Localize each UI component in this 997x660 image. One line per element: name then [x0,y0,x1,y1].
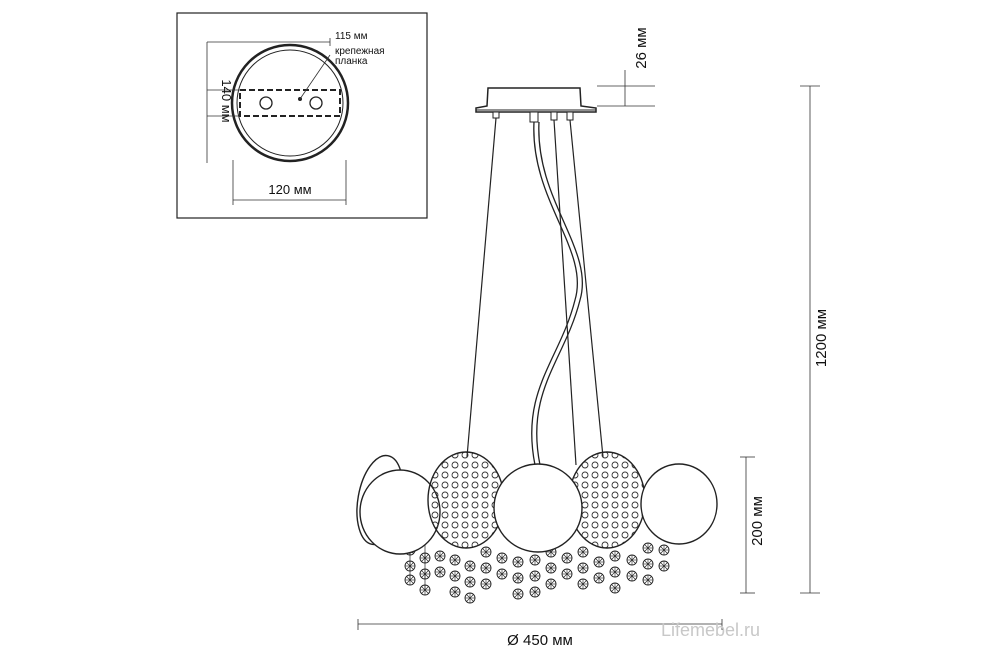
bracket-label-line1: крепежная [335,46,385,57]
bracket-label-line2: планка [335,56,368,67]
mounting-bracket [239,89,341,117]
lamp-body [356,87,718,604]
cable-right [569,119,604,458]
shade-left-perforated [427,451,505,549]
cable-mid [553,119,577,466]
shade-height-label: 200 мм [749,496,766,546]
shade-right [640,463,718,545]
screw-hole-left [259,96,273,110]
total-height-dimension: 1200 мм [800,85,830,594]
power-wire [531,121,578,466]
inset-height-label: 140 мм [219,79,234,122]
bracket-leader-line [299,54,331,100]
canopy-clip-3 [566,111,574,121]
screw-hole-right [309,96,323,110]
inset-width-label: 115 мм [335,31,368,42]
canopy-height-label: 26 мм [633,27,650,68]
canopy-outer-circle [230,43,350,163]
canopy-inner-circle [236,49,344,157]
watermark: Lifemebel.ru [661,620,760,640]
canopy-clip-2 [550,111,558,121]
shade-center [493,463,583,553]
canopy-clip-1 [529,111,539,123]
cable-left [466,117,497,458]
inset-bottom-label: 120 мм [268,182,311,197]
shade-height-dimension: 200 мм [740,456,766,594]
shade-far-left [359,469,441,555]
ceiling-canopy [475,87,597,113]
canopy-height-dimension: 26 мм [597,27,655,107]
inset-frame [176,12,428,219]
canopy-clip-left [492,111,500,119]
total-height-label: 1200 мм [813,309,830,367]
diameter-label: Ø 450 мм [507,632,573,649]
diameter-dimension: Ø 450 мм [357,619,723,649]
mounting-inset: 115 мм крепежная планка 140 мм 120 мм [176,12,428,219]
